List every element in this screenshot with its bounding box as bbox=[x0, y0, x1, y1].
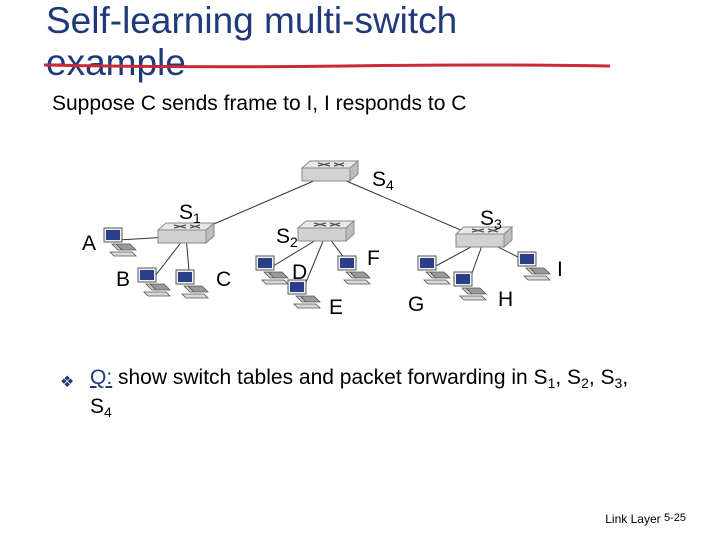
host-label-i: I bbox=[557, 258, 563, 281]
slide-title: Self-learning multi-switch example bbox=[46, 0, 458, 83]
slide-subtitle: Suppose C sends frame to I, I responds t… bbox=[52, 92, 467, 115]
link-s4-s3 bbox=[329, 173, 485, 241]
host-computer-icon-a bbox=[103, 227, 137, 257]
switch-icon-s4 bbox=[301, 160, 359, 182]
switch-label-s1: S1 bbox=[179, 201, 201, 227]
host-label-c: C bbox=[216, 268, 232, 291]
host-computer-icon-g bbox=[417, 255, 451, 285]
switch-label-s4: S4 bbox=[372, 168, 394, 194]
switch-label-s3: S3 bbox=[480, 207, 502, 233]
host-computer-icon-e bbox=[287, 279, 321, 309]
host-label-e: E bbox=[329, 296, 344, 319]
footer: Link Layer 5-25 bbox=[605, 512, 686, 526]
host-label-d: D bbox=[292, 261, 308, 284]
question-prefix[interactable]: Q: bbox=[90, 366, 113, 389]
host-label-h: H bbox=[498, 288, 514, 311]
question-text: Q: show switch tables and packet forward… bbox=[90, 366, 629, 420]
host-computer-icon-f bbox=[337, 255, 371, 285]
switch-icon-s2 bbox=[297, 220, 355, 242]
switch-label-s2: S2 bbox=[276, 225, 298, 251]
host-computer-icon-b bbox=[137, 267, 171, 297]
host-computer-icon-c bbox=[175, 269, 209, 299]
title-underline bbox=[44, 63, 610, 69]
host-label-f: F bbox=[367, 247, 380, 270]
diamond-bullet-icon: ❖ bbox=[60, 374, 75, 391]
host-label-g: G bbox=[408, 293, 425, 316]
host-computer-icon-i bbox=[517, 251, 551, 281]
host-label-a: A bbox=[82, 232, 97, 255]
host-label-b: B bbox=[116, 268, 131, 291]
host-computer-icon-h bbox=[453, 271, 487, 301]
